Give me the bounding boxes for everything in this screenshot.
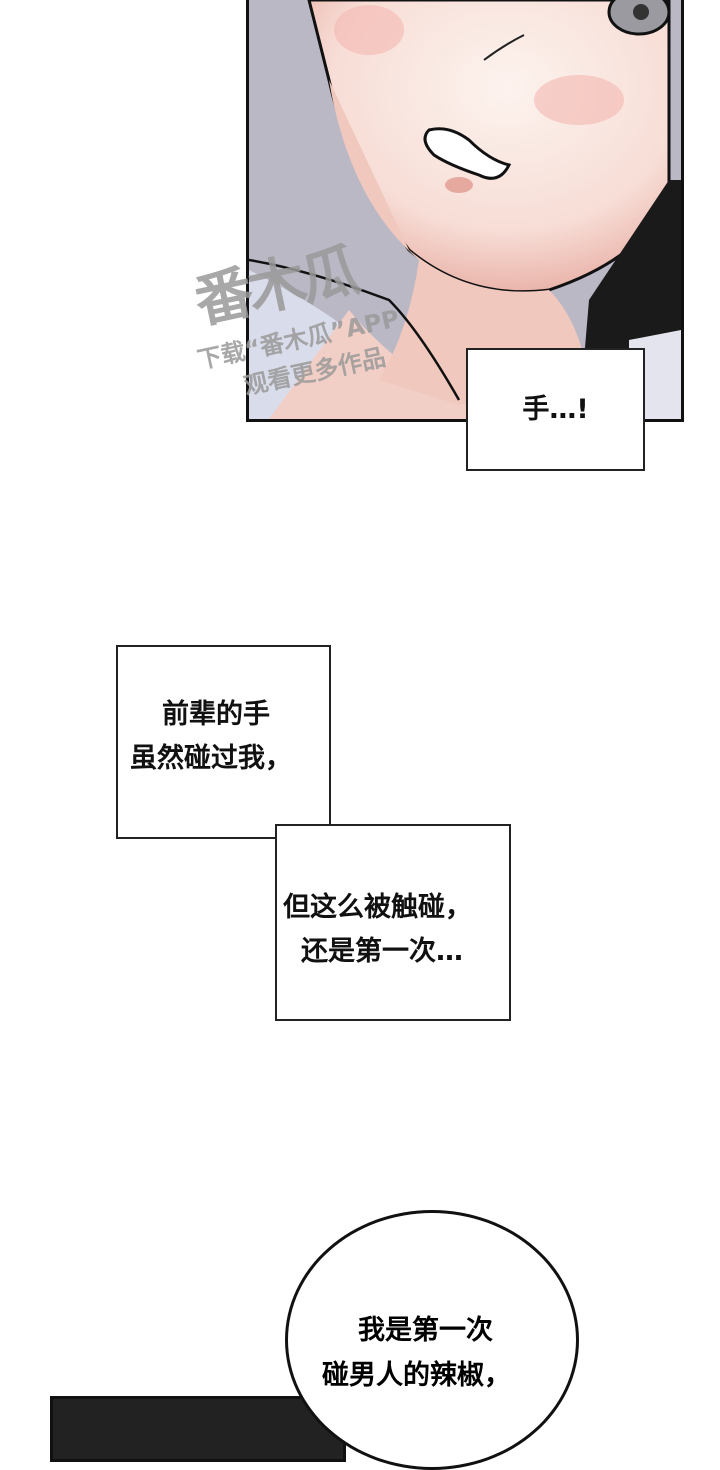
caption-join bbox=[278, 826, 329, 837]
caption-text: 手…! bbox=[522, 393, 589, 425]
bubble-line: 碰男人的辣椒， bbox=[322, 1360, 511, 1391]
caption-line: 但这么被触碰， bbox=[283, 892, 472, 923]
caption-line: 前辈的手 bbox=[162, 699, 270, 730]
speech-bubble: 我是第一次 碰男人的辣椒， bbox=[285, 1210, 579, 1470]
face-illustration bbox=[249, 0, 681, 419]
dark-hair-panel bbox=[50, 1396, 346, 1462]
caption-line: 虽然碰过我， bbox=[130, 743, 292, 774]
comic-panel-face bbox=[246, 0, 684, 422]
caption-box-2: 但这么被触碰， 还是第一次… bbox=[275, 824, 511, 1021]
caption-line: 还是第一次… bbox=[301, 936, 463, 967]
bubble-line: 我是第一次 bbox=[358, 1315, 493, 1346]
caption-box-1: 前辈的手 虽然碰过我， bbox=[116, 645, 331, 839]
caption-box-hand: 手…! bbox=[466, 348, 645, 471]
